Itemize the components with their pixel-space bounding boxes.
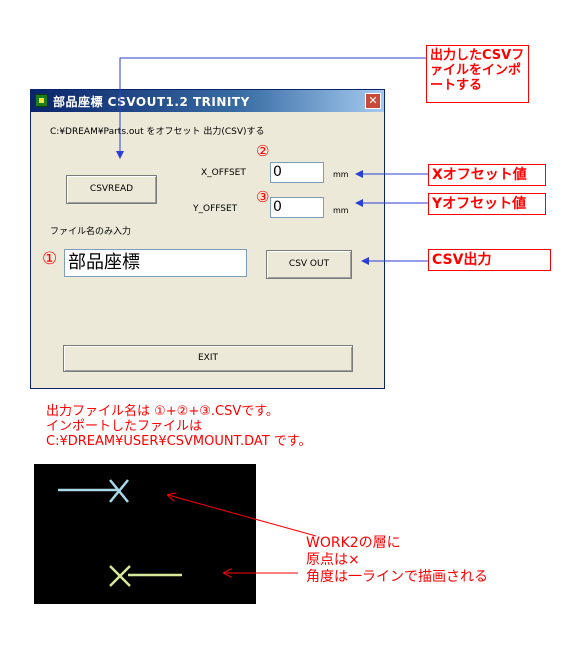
import-note-box: 出力したCSVフ ァイルをインポ ートする xyxy=(426,45,529,103)
x-offset-unit: mm xyxy=(333,170,349,179)
import-note-line: ァイルをインポ xyxy=(430,63,522,78)
exit-button[interactable]: EXIT xyxy=(63,345,353,372)
origin-cross-bottom xyxy=(109,565,182,587)
cad-preview-panel xyxy=(34,464,256,604)
csv-out-button[interactable]: CSV OUT xyxy=(266,250,352,279)
import-arrow xyxy=(116,57,426,159)
annotation-number-3: ③ xyxy=(256,188,270,206)
y-offset-input[interactable]: 0 xyxy=(270,197,324,218)
window-title: 部品座標 CSVOUT1.2 TRINITY xyxy=(53,95,250,109)
import-note-line: ートする xyxy=(430,78,483,93)
y-offset-label: Y_OFFSET xyxy=(193,204,238,214)
x-offset-input[interactable]: 0 xyxy=(270,162,324,183)
app-window: 部品座標 CSVOUT1.2 TRINITY ✕ C:¥DREAM¥Parts.… xyxy=(30,89,385,389)
output-line: 出力ファイル名は ①+②+③.CSVです。 xyxy=(46,404,279,419)
work-line: 角度は一ラインで描画される xyxy=(306,569,488,585)
output-explanation: 出力ファイル名は ①+②+③.CSVです。 インポートしたファイルは C:¥DR… xyxy=(46,404,312,449)
annotation-number-1: ① xyxy=(42,249,58,269)
annotation-number-2: ② xyxy=(256,142,270,160)
x-offset-label: X_OFFSET xyxy=(201,168,246,178)
csv-out-note: CSV出力 xyxy=(428,249,551,271)
description-label: C:¥DREAM¥Parts.out をオフセット 出力(CSV)する xyxy=(50,127,265,137)
csvread-button[interactable]: CSVREAD xyxy=(66,175,157,204)
work-line: WORK2の層に xyxy=(306,535,401,551)
origin-cross-top xyxy=(58,479,129,503)
origin-pointer-arrow xyxy=(168,495,317,537)
y-offset-unit: mm xyxy=(333,206,349,215)
work2-explanation: WORK2の層に 原点は× 角度は一ラインで描画される xyxy=(306,535,488,586)
filename-label: ファイル名のみ入力 xyxy=(50,227,132,237)
app-icon xyxy=(35,94,48,107)
output-line: インポートしたファイルは xyxy=(46,419,203,434)
y-offset-note: Yオフセット値 xyxy=(428,193,546,215)
work-line: 原点は× xyxy=(306,552,360,568)
close-button[interactable]: ✕ xyxy=(365,93,381,109)
title-bar[interactable]: 部品座標 CSVOUT1.2 TRINITY ✕ xyxy=(31,90,384,112)
output-line: C:¥DREAM¥USER¥CSVMOUNT.DAT です。 xyxy=(46,434,312,449)
import-note-line: 出力したCSVフ xyxy=(430,48,525,63)
filename-input[interactable]: 部品座標 xyxy=(64,249,247,277)
x-offset-note: Xオフセット値 xyxy=(428,164,546,186)
